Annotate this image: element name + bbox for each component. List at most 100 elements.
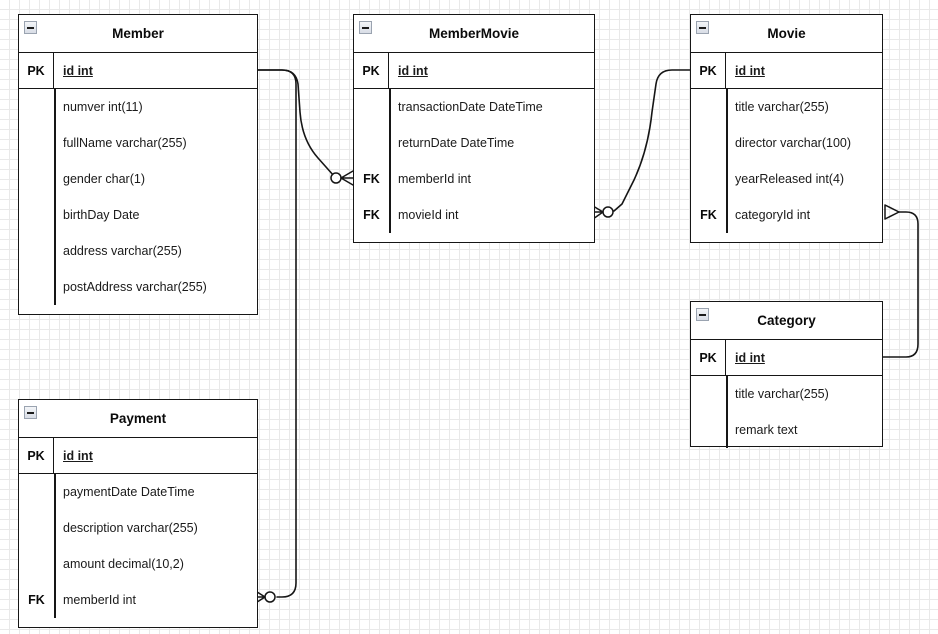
entity-member-pk-section: PK id int: [19, 53, 257, 89]
entity-member-fields: numver int(11) fullName varchar(255) gen…: [19, 89, 257, 305]
entity-member-title: Member: [112, 26, 164, 41]
entity-category-row-1[interactable]: remark text: [691, 412, 882, 448]
entity-payment-row-2[interactable]: amount decimal(10,2): [19, 546, 257, 582]
key-label: [691, 89, 726, 125]
field-label: categoryId int: [735, 208, 811, 222]
entity-membermovie[interactable]: MemberMovie PK id int transactionDate Da…: [353, 14, 595, 243]
entity-payment-title: Payment: [109, 411, 167, 426]
field-label: postAddress varchar(255): [63, 280, 207, 294]
key-label: [691, 412, 726, 448]
field-label: id int: [398, 64, 428, 78]
key-label: [19, 269, 54, 305]
edge-member-payment-circle: [264, 591, 276, 603]
entity-payment-header: Payment: [19, 400, 257, 438]
entity-membermovie-pk-section: PK id int: [354, 53, 594, 89]
column-divider: [54, 474, 56, 618]
key-label: FK: [28, 593, 45, 607]
minus-box-icon[interactable]: [696, 21, 709, 34]
entity-member-row-4[interactable]: address varchar(255): [19, 233, 257, 269]
column-divider: [726, 376, 728, 448]
key-label: [19, 161, 54, 197]
entity-member[interactable]: Member PK id int numver int(11) fullName…: [18, 14, 258, 315]
entity-member-header: Member: [19, 15, 257, 53]
entity-payment[interactable]: Payment PK id int paymentDate DateTime d…: [18, 399, 258, 628]
edge-movie-membermovie: [613, 69, 691, 212]
key-label: [691, 376, 726, 412]
key-label: [19, 546, 54, 582]
entity-movie[interactable]: Movie PK id int title varchar(255) direc…: [690, 14, 883, 243]
key-label: PK: [354, 53, 389, 88]
edge-movie-category: [882, 211, 919, 358]
entity-membermovie-row-0[interactable]: transactionDate DateTime: [354, 89, 594, 125]
field-label: yearReleased int(4): [735, 172, 845, 186]
key-label: [19, 197, 54, 233]
field-label: id int: [63, 64, 93, 78]
entity-movie-fields: title varchar(255) director varchar(100)…: [691, 89, 882, 233]
edge-member-membermovie: [257, 69, 341, 179]
entity-payment-row-3[interactable]: FK memberId int: [19, 582, 257, 618]
entity-payment-row-pk[interactable]: PK id int: [19, 438, 257, 474]
key-label: [691, 161, 726, 197]
field-label: returnDate DateTime: [398, 136, 515, 150]
entity-movie-row-pk[interactable]: PK id int: [691, 53, 882, 89]
entity-movie-row-0[interactable]: title varchar(255): [691, 89, 882, 125]
field-label: title varchar(255): [735, 387, 829, 401]
key-label: [19, 233, 54, 269]
entity-category-row-pk[interactable]: PK id int: [691, 340, 882, 376]
key-label: [691, 125, 726, 161]
field-label: id int: [735, 351, 765, 365]
key-label: PK: [691, 340, 726, 375]
entity-member-row-2[interactable]: gender char(1): [19, 161, 257, 197]
entity-membermovie-header: MemberMovie: [354, 15, 594, 53]
edge-member-membermovie-circle: [330, 172, 342, 184]
minus-box-icon[interactable]: [24, 21, 37, 34]
entity-payment-row-0[interactable]: paymentDate DateTime: [19, 474, 257, 510]
field-label: paymentDate DateTime: [63, 485, 195, 499]
entity-membermovie-row-pk[interactable]: PK id int: [354, 53, 594, 89]
entity-membermovie-row-3[interactable]: FK movieId int: [354, 197, 594, 233]
entity-member-row-5[interactable]: postAddress varchar(255): [19, 269, 257, 305]
field-label: memberId int: [398, 172, 471, 186]
entity-movie-title: Movie: [767, 26, 806, 41]
edge-member-membermovie-crowfoot: [340, 170, 354, 186]
column-divider: [389, 89, 391, 233]
entity-movie-row-3[interactable]: FK categoryId int: [691, 197, 882, 233]
entity-movie-row-2[interactable]: yearReleased int(4): [691, 161, 882, 197]
field-label: transactionDate DateTime: [398, 100, 543, 114]
key-label: FK: [363, 208, 380, 222]
minus-box-icon[interactable]: [359, 21, 372, 34]
field-label: fullName varchar(255): [63, 136, 187, 150]
entity-category-row-0[interactable]: title varchar(255): [691, 376, 882, 412]
entity-member-row-3[interactable]: birthDay Date: [19, 197, 257, 233]
field-label: gender char(1): [63, 172, 145, 186]
key-label: FK: [363, 172, 380, 186]
entity-member-row-1[interactable]: fullName varchar(255): [19, 125, 257, 161]
key-label: PK: [691, 53, 726, 88]
entity-category-fields: title varchar(255) remark text: [691, 376, 882, 448]
key-label: PK: [19, 53, 54, 88]
entity-membermovie-row-2[interactable]: FK memberId int: [354, 161, 594, 197]
edge-member-payment: [257, 69, 297, 598]
field-label: title varchar(255): [735, 100, 829, 114]
field-label: address varchar(255): [63, 244, 182, 258]
entity-movie-row-1[interactable]: director varchar(100): [691, 125, 882, 161]
field-label: description varchar(255): [63, 521, 198, 535]
entity-category[interactable]: Category PK id int title varchar(255) re…: [690, 301, 883, 448]
field-label: movieId int: [398, 208, 459, 222]
field-label: amount decimal(10,2): [63, 557, 184, 571]
field-label: id int: [735, 64, 765, 78]
entity-member-row-0[interactable]: numver int(11): [19, 89, 257, 125]
field-label: birthDay Date: [63, 208, 140, 222]
minus-box-icon[interactable]: [24, 406, 37, 419]
entity-membermovie-row-1[interactable]: returnDate DateTime: [354, 125, 594, 161]
entity-movie-pk-section: PK id int: [691, 53, 882, 89]
entity-member-row-pk[interactable]: PK id int: [19, 53, 257, 89]
column-divider: [54, 89, 56, 305]
minus-box-icon[interactable]: [696, 308, 709, 321]
key-label: [19, 474, 54, 510]
key-label: [19, 89, 54, 125]
entity-payment-row-1[interactable]: description varchar(255): [19, 510, 257, 546]
entity-membermovie-fields: transactionDate DateTime returnDate Date…: [354, 89, 594, 233]
entity-category-pk-section: PK id int: [691, 340, 882, 376]
